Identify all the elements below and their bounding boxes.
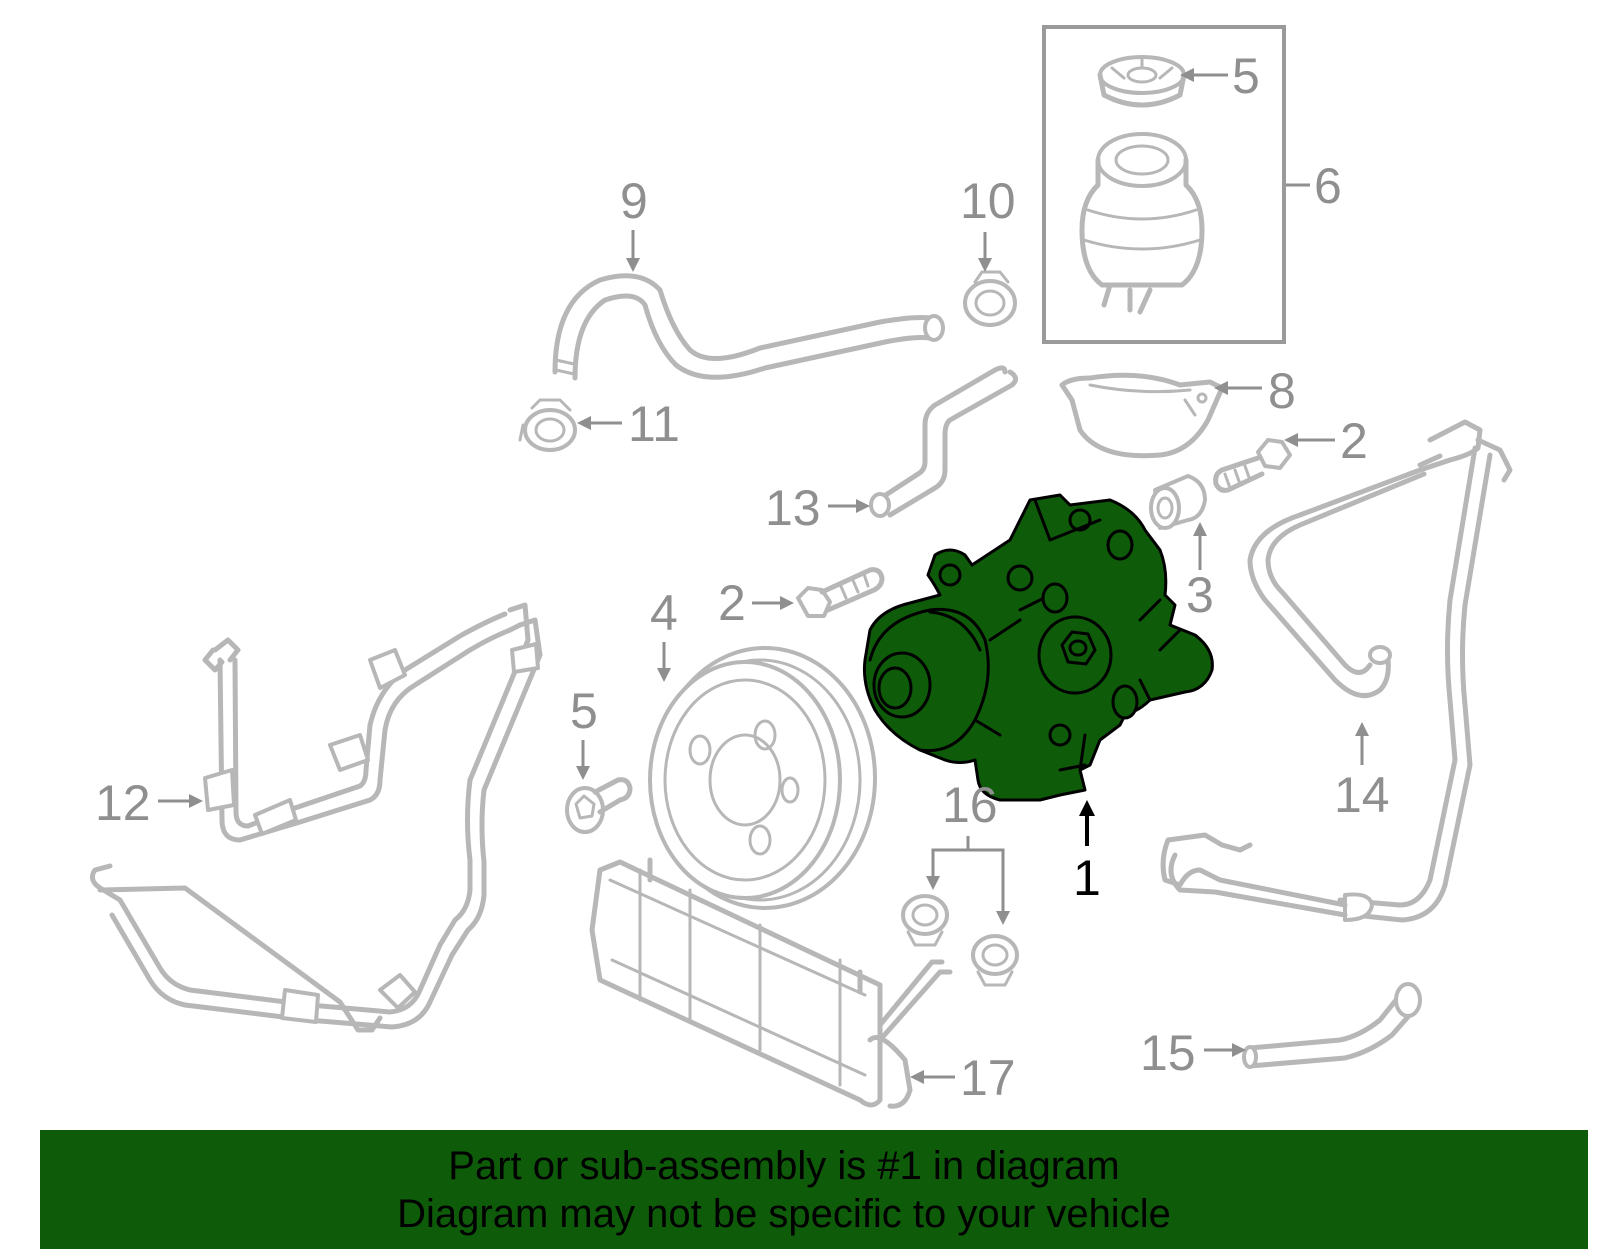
callout-4: 4 — [650, 585, 678, 682]
svg-text:1: 1 — [1073, 850, 1101, 906]
bolt-2-upper[interactable] — [1213, 438, 1292, 493]
svg-text:16: 16 — [942, 777, 998, 833]
power-steering-pump[interactable] — [863, 493, 1214, 802]
banner-line-1: Part or sub-assembly is #1 in diagram — [448, 1144, 1120, 1188]
svg-text:5: 5 — [1232, 48, 1260, 104]
parts-diagram: 5 6 8 2 3 9 10 11 13 2 — [89, 25, 1513, 1109]
callout-1: 1 — [1073, 800, 1101, 906]
pressure-line-14[interactable] — [1160, 419, 1513, 923]
callout-8: 8 — [1214, 363, 1296, 419]
callout-6: 6 — [1286, 158, 1342, 214]
fluid-reservoir[interactable] — [1079, 132, 1205, 315]
callout-12: 12 — [95, 775, 203, 831]
hose-clamp-16a[interactable] — [901, 894, 949, 947]
callout-2-lower: 2 — [718, 575, 794, 631]
bolt-5[interactable] — [565, 777, 633, 834]
svg-text:17: 17 — [960, 1050, 1016, 1106]
svg-text:15: 15 — [1140, 1025, 1196, 1081]
svg-text:10: 10 — [960, 173, 1016, 229]
callout-14: 14 — [1334, 722, 1390, 823]
banner-line-2: Diagram may not be specific to your vehi… — [397, 1192, 1171, 1236]
svg-text:5: 5 — [570, 683, 598, 739]
svg-text:8: 8 — [1268, 363, 1296, 419]
svg-text:3: 3 — [1186, 567, 1214, 623]
callout-3: 3 — [1186, 522, 1214, 623]
reservoir-bracket[interactable] — [1059, 372, 1225, 459]
suction-hose-13[interactable] — [869, 365, 1018, 518]
svg-text:6: 6 — [1314, 158, 1342, 214]
svg-text:4: 4 — [650, 585, 678, 641]
reservoir-assembly-box — [1042, 25, 1286, 344]
reservoir-cap[interactable] — [1097, 55, 1187, 108]
bushing-3[interactable] — [1149, 474, 1207, 530]
callout-13: 13 — [765, 480, 870, 536]
callout-9: 9 — [620, 173, 648, 272]
svg-text:2: 2 — [718, 575, 746, 631]
callout-11: 11 — [577, 396, 680, 452]
hose-clamp-10[interactable] — [963, 270, 1017, 327]
bolt-2-lower[interactable] — [796, 567, 885, 618]
svg-text:12: 12 — [95, 775, 151, 831]
hose-clamp-16b[interactable] — [971, 934, 1019, 987]
pulley-4[interactable] — [648, 646, 877, 910]
callout-7: 5 — [1180, 48, 1260, 104]
hose-15[interactable] — [1242, 982, 1422, 1069]
callout-10: 10 — [960, 173, 1016, 272]
svg-text:14: 14 — [1334, 767, 1390, 823]
callout-15: 15 — [1140, 1025, 1246, 1081]
svg-text:9: 9 — [620, 173, 648, 229]
callout-16: 16 — [926, 777, 1010, 925]
hose-clamp-11[interactable] — [518, 398, 577, 452]
callout-17: 17 — [910, 1050, 1016, 1106]
callout-2-upper: 2 — [1284, 413, 1368, 469]
svg-text:11: 11 — [628, 396, 680, 452]
callout-5: 5 — [570, 683, 598, 780]
info-banner: Part or sub-assembly is #1 in diagram Di… — [40, 1130, 1588, 1249]
oil-cooler-17[interactable] — [589, 857, 953, 1109]
svg-text:2: 2 — [1340, 413, 1368, 469]
pressure-line-12[interactable] — [89, 602, 543, 1033]
svg-text:13: 13 — [765, 480, 821, 536]
return-hose-9[interactable] — [552, 273, 945, 381]
